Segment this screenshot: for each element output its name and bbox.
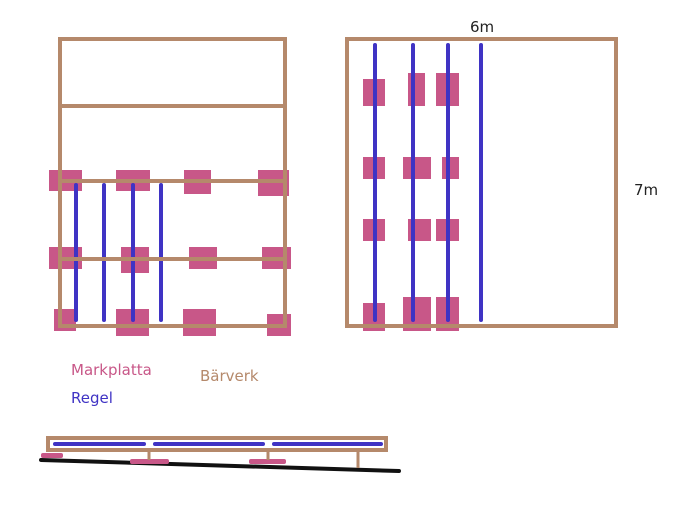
foundation-slab (442, 157, 459, 179)
left-plan-frame (58, 37, 287, 328)
section-foundation-slabs (41, 453, 286, 464)
dimension-width-label: 6m (470, 18, 495, 36)
foundation-slab (403, 157, 431, 179)
foundation-slab (408, 73, 425, 106)
foundation-slab (249, 459, 286, 464)
left-plan-foundation-slabs (49, 170, 291, 336)
ground-line (39, 458, 401, 473)
frame-beam (46, 436, 388, 452)
frame-outline (345, 37, 618, 328)
legend-foundation-label: Markplatta (71, 361, 152, 379)
foundation-slab (183, 309, 216, 336)
foundation-slab (130, 459, 169, 464)
foundation-slab (41, 453, 63, 458)
left-plan-joists (74, 183, 163, 322)
legend-frame-label: Bärverk (200, 367, 259, 385)
section-frame (46, 436, 388, 468)
right-plan-frame (345, 37, 618, 328)
legend-joist-label: Regel (71, 389, 113, 407)
right-plan-joists (373, 43, 483, 322)
dimension-height-label: 7m (634, 181, 659, 199)
